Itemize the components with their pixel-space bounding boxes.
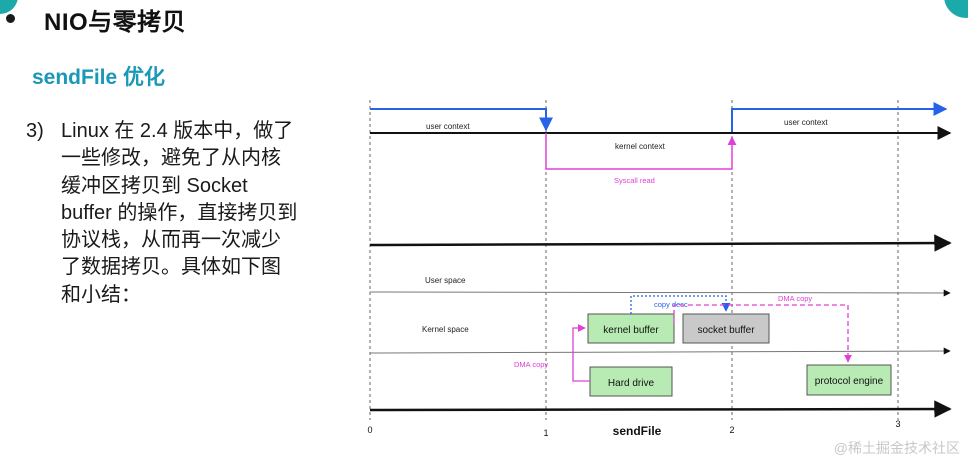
tick-label-2: 2 [729, 425, 734, 435]
kernel-lower-boundary [369, 347, 951, 355]
socket-buffer-label: socket buffer [697, 325, 755, 336]
watermark: @稀土掘金技术社区 [833, 440, 960, 456]
paragraph-line: 缓冲区拷贝到 Socket [61, 174, 248, 197]
protocol-engine-box [806, 364, 892, 396]
tick-label-3: 3 [895, 419, 900, 429]
dma-copy-top-arrow [673, 304, 852, 363]
label-kernel-space: Kernel space [422, 325, 469, 334]
time-axis [369, 400, 952, 418]
kernel-buffer-box [587, 313, 675, 344]
paragraph-line: Linux 在 2.4 版本中，做了 [61, 120, 294, 142]
socket-buffer-box [682, 313, 770, 344]
sendfile-diagram: user context kernel context user context… [367, 100, 952, 438]
label-dma-copy-top: DMA copy [778, 294, 812, 303]
label-user-context-2: user context [784, 118, 828, 127]
label-kernel-context: kernel context [615, 142, 666, 151]
user-kernel-boundary [369, 289, 951, 297]
kernel-buffer-label: kernel buffer [603, 325, 659, 336]
label-user-space: User space [425, 276, 466, 285]
label-copy-desc: copy desc [654, 300, 688, 309]
corner-decoration-right [944, 0, 968, 18]
dma-copy-left-arrow [572, 324, 590, 382]
axis-title: sendFile [613, 424, 662, 438]
item-number: 3) [26, 120, 44, 142]
paragraph-line: 协议栈，从而再一次减少 [61, 229, 281, 252]
label-syscall-read: Syscall read [614, 176, 655, 185]
tick-label-1: 1 [543, 428, 548, 438]
explanation-paragraph: Linux 在 2.4 版本中，做了 一些修改，避免了从内核 缓冲区拷贝到 So… [61, 118, 351, 309]
bullet-dot [6, 14, 15, 23]
paragraph-line: 和小结： [61, 283, 141, 306]
paragraph-line: 了数据拷贝。具体如下图 [61, 256, 281, 279]
corner-decoration-left [0, 0, 18, 14]
slide-subtitle: sendFile 优化 [32, 66, 166, 89]
separator-line [369, 234, 952, 252]
label-dma-copy-left: DMA copy [514, 360, 548, 369]
slide-title: NIO与零拷贝 [44, 9, 187, 36]
paragraph-line: 一些修改，避免了从内核 [61, 147, 281, 170]
user-context-line-1 [370, 108, 553, 132]
protocol-engine-label: protocol engine [815, 376, 884, 387]
syscall-read-path [545, 133, 737, 170]
user-context-line-2 [731, 102, 948, 133]
hard-drive-box [589, 366, 673, 397]
label-user-context-1: user context [426, 122, 470, 131]
copy-desc-arrow [630, 295, 731, 314]
tick-label-0: 0 [367, 425, 372, 435]
hard-drive-label: Hard drive [608, 378, 655, 389]
paragraph-line: buffer 的操作，直接拷贝到 [61, 201, 298, 224]
